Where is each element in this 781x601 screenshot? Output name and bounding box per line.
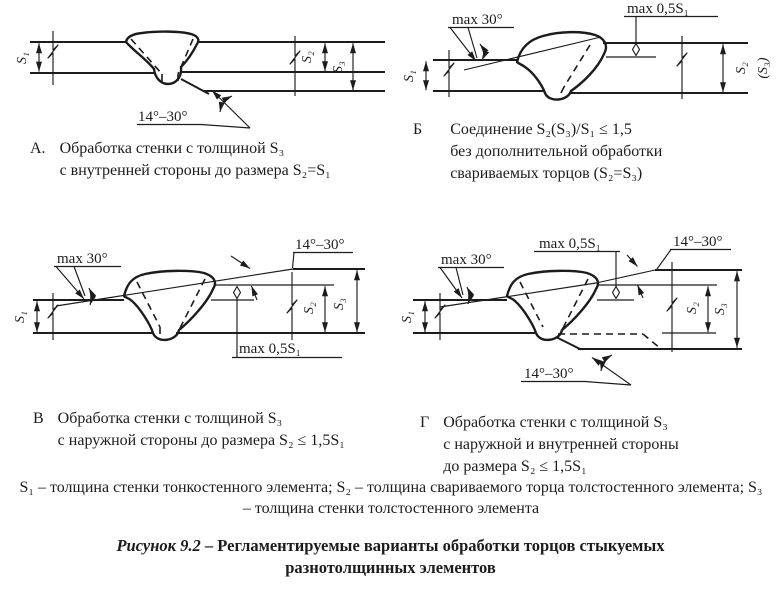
s1-label: S₁ (402, 70, 417, 82)
bevel-angle-bottom-annotation: 14°–30° (521, 354, 632, 386)
caption-v: В Обработка стенки с толщиной S₃ с наруж… (33, 408, 345, 452)
panel-a-letter: А. (30, 140, 46, 157)
plate-lines (413, 269, 742, 351)
weld-bead (515, 30, 608, 101)
caption-g-line1: Обработка стенки с толщиной S₃ (443, 414, 668, 431)
s2-label: S₂ (302, 302, 317, 314)
caption-g-line2: с наружной и внутренней стороны (443, 436, 679, 454)
reinforcement-slope-line (463, 36, 602, 71)
fusion-face-dashed (130, 38, 194, 81)
caption-b-line3: свариваемых торцов (S₂=S₃) (450, 165, 643, 183)
bevel-angle-top-annotation: 14°–30° (626, 234, 731, 299)
bevel-angle-annotation: 14°–30° (230, 237, 353, 301)
caption-a-line1: Обработка стенки с толщиной S₃ (59, 140, 285, 157)
bevel-angle-top-label: 14°–30° (673, 234, 723, 250)
max05-annotation: max 0,5S₁ (534, 236, 634, 301)
dimension-lines (36, 31, 356, 96)
max30-label: max 30° (57, 251, 108, 267)
s3-label: S₃ (331, 61, 346, 73)
angle-arc-arrow (88, 287, 97, 306)
offset-diamond-mark (232, 285, 242, 300)
extension-line-break-left (434, 293, 446, 340)
extension-line-break-left (47, 31, 59, 85)
inner-machining-dashed (558, 333, 662, 350)
diagram-a-drawing: S₁ S₂ S₃ 14°–30° (15, 30, 385, 129)
angle-arc-arrow (599, 354, 613, 372)
extension-line-break-left (443, 50, 455, 97)
diagram-g-drawing: S₁ S₂ S₃ max 30° max 0,5S₁ 14°–30° 14°–3… (400, 234, 742, 386)
extension-line-break-right (289, 36, 301, 96)
max05-label: max 0,5S₁ (239, 341, 301, 357)
s1-label: S₁ (13, 311, 28, 323)
angle-annotation: 14°–30° (137, 90, 251, 129)
caption-v-line2: с наружной стороны до размера S₂ ≤ 1,5S₁ (57, 432, 345, 450)
offset-diamond-mark (611, 285, 621, 300)
machined-slope-line (439, 269, 656, 308)
s3-parenthetical-label: (S₃) (756, 57, 771, 79)
max30-annotation: max 30° (448, 12, 514, 62)
caption-b-line2: без дополнительной обработки (450, 143, 663, 161)
extension-line-break-right (676, 36, 688, 99)
panel-b-letter: Б (413, 121, 423, 138)
bevel-angle-label: 14°–30° (295, 237, 345, 253)
s3-label: S₃ (713, 303, 728, 315)
caption-b-line1: Соединение S₂(S₃)/S₁ ≤ 1,5 (450, 121, 632, 138)
offset-diamond-mark (631, 42, 641, 57)
diagram-v-drawing: S₁ S₂ S₃ max 30° 14°–30° max 0,5S₁ (13, 237, 365, 359)
angle-arc-arrow (218, 95, 233, 113)
dimension-lines (423, 36, 726, 99)
figure-number: Рисунок 9.2 (116, 536, 201, 555)
caption-a: А. Обработка стенки с толщиной S₃ с внут… (30, 138, 331, 182)
max05-label: max 0,5S₁ (627, 1, 689, 17)
plate-lines (33, 268, 365, 334)
extension-line-break-left (47, 293, 59, 340)
inner-bevel-line (180, 78, 210, 95)
extension-line-break-right (666, 262, 678, 352)
diagram-b-drawing: S₁ S₂ (S₃) max 30° max 0,5S₁ (402, 1, 771, 101)
max30-label: max 30° (441, 252, 492, 268)
panel-v-letter: В (33, 410, 44, 427)
figure-caption: Рисунок 9.2 – Регламентируемые варианты … (78, 535, 703, 580)
max30-annotation: max 30° (438, 252, 504, 305)
dimension-lines (34, 270, 360, 340)
caption-b: Б Соединение S₂(S₃)/S₁ ≤ 1,5 без дополни… (413, 119, 662, 185)
bevel-angle-bottom-label: 14°–30° (524, 366, 574, 382)
max05-label: max 0,5S₁ (539, 236, 601, 252)
thickness-legend: S₁ – толщина стенки тонкостенного элемен… (19, 479, 763, 518)
weld-bead (124, 30, 200, 86)
caption-v-line1: Обработка стенки с толщиной S₃ (57, 410, 283, 427)
fusion-face-dashed (560, 44, 591, 94)
s2-label: S₂ (685, 302, 700, 314)
plate-lines (30, 41, 385, 95)
s2-level-extension-lines (598, 284, 717, 334)
max05-annotation: max 0,5S₁ (211, 285, 342, 359)
panel-g-letter: Г (420, 414, 430, 431)
max30-annotation: max 30° (54, 251, 121, 306)
s2-label: S₂ (734, 62, 749, 74)
fusion-face-dashed (136, 278, 206, 334)
inner-bevel-line (555, 336, 582, 351)
max05-annotation: max 0,5S₁ (606, 1, 718, 58)
max30-label: max 30° (452, 12, 503, 28)
caption-g: Г Обработка стенки с толщиной S₃ с наруж… (420, 412, 679, 478)
dimension-lines (422, 262, 740, 352)
angle-label: 14°–30° (138, 109, 188, 125)
caption-a-line2: с внутренней стороны до размера S₂=S₁ (59, 162, 331, 180)
angle-arc-arrow (479, 43, 490, 61)
s1-label: S₁ (400, 311, 415, 323)
s2-label: S₂ (300, 51, 315, 63)
figure-caption-text: – Регламентируемые варианты обработки то… (204, 536, 665, 578)
s1-label: S₁ (15, 52, 30, 64)
weld-bead (122, 269, 217, 341)
caption-g-line3: до размера S₂ ≤ 1,5S₁ (443, 458, 587, 476)
s3-label: S₃ (332, 298, 347, 310)
weld-bead (505, 269, 600, 341)
extension-line-break-right (286, 272, 298, 340)
angle-arc-arrow (466, 286, 475, 305)
plate-lines (433, 42, 748, 94)
fusion-face-dashed (519, 278, 589, 335)
